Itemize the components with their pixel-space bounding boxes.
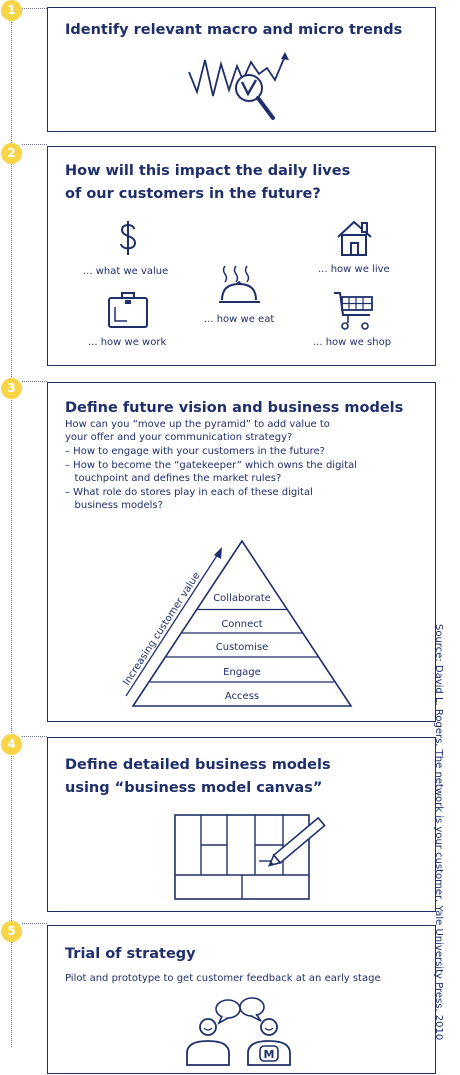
dollar-icon	[120, 221, 137, 255]
step-1-title: Identify relevant macro and micro trends	[65, 22, 403, 38]
trends-magnifier-icon	[188, 52, 289, 120]
connector-1	[22, 8, 47, 9]
step-3-title: Define future vision and business models	[65, 400, 404, 416]
person-badge-letter: M	[264, 1048, 275, 1061]
step-2-box	[47, 146, 436, 366]
speech-bubble-right	[239, 997, 265, 1022]
pyramid-level-connect: Connect	[221, 619, 262, 630]
briefcase-icon	[108, 292, 148, 328]
pencil-icon	[267, 816, 326, 867]
person-right-icon: M	[247, 1018, 291, 1066]
step-3-description-2: your offer and your communication strate…	[65, 432, 293, 443]
customer-value-pyramid: Collaborate Connect Customise Engage Acc…	[121, 539, 353, 707]
step-3-bullet-2b: touchpoint and defines the market rules?	[65, 473, 282, 484]
pyramid-level-engage: Engage	[223, 667, 261, 678]
item-how-we-live: ... how we live	[318, 264, 390, 275]
step-3-bullet-3: – What role do stores play in each of th…	[65, 487, 313, 498]
connector-5	[22, 923, 47, 924]
step-4-title-line1: Define detailed business models	[65, 757, 331, 773]
step-2-title-line2: of our customers in the future?	[65, 186, 321, 202]
item-how-we-shop: ... how we shop	[313, 337, 392, 348]
conversation-people-icon: M	[186, 997, 291, 1066]
step-5-badge: 5	[1, 921, 22, 942]
item-what-we-value: ... what we value	[83, 266, 169, 277]
connector-3	[22, 381, 47, 382]
step-4-title-line2: using “business model canvas”	[65, 780, 323, 796]
pyramid-level-collaborate: Collaborate	[213, 593, 271, 604]
step-3-description-1: How can you “move up the pyramid” to add…	[65, 419, 330, 430]
business-model-canvas-icon	[174, 814, 326, 900]
step-3-badge: 3	[1, 378, 22, 399]
step-5-title: Trial of strategy	[65, 946, 196, 962]
step-5-description: Pilot and prototype to get customer feed…	[65, 973, 381, 984]
person-left-icon	[186, 1018, 230, 1066]
cloche-icon	[219, 265, 260, 303]
step-3-bullet-2: – How to become the “gatekeeper” which o…	[65, 460, 358, 471]
speech-bubble-left	[215, 999, 241, 1025]
item-how-we-work: ... how we work	[88, 337, 167, 348]
connector-2	[22, 144, 47, 145]
timeline-dotted-line	[11, 22, 12, 1047]
step-1-badge: 1	[1, 0, 22, 21]
step-2-badge: 2	[1, 143, 22, 164]
step-2-title-line1: How will this impact the daily lives	[65, 163, 351, 179]
step-3-bullet-1: – How to engage with your customers in t…	[65, 446, 325, 457]
shopping-cart-icon	[334, 292, 373, 330]
value-arrow-head	[214, 547, 222, 559]
step-3-bullet-3b: business models?	[65, 500, 163, 511]
step-1-box	[47, 7, 436, 132]
step-5-box	[47, 925, 436, 1074]
pyramid-outline	[131, 539, 353, 707]
step-4-badge: 4	[1, 734, 22, 755]
pyramid-level-customise: Customise	[216, 642, 268, 653]
value-arrow-line	[125, 553, 219, 697]
house-icon	[337, 220, 372, 256]
source-citation: Source: David L. Rogers, The network is …	[433, 624, 444, 1041]
item-how-we-eat: ... how we eat	[204, 314, 275, 325]
pyramid-level-access: Access	[225, 691, 259, 702]
connector-4	[22, 736, 47, 737]
